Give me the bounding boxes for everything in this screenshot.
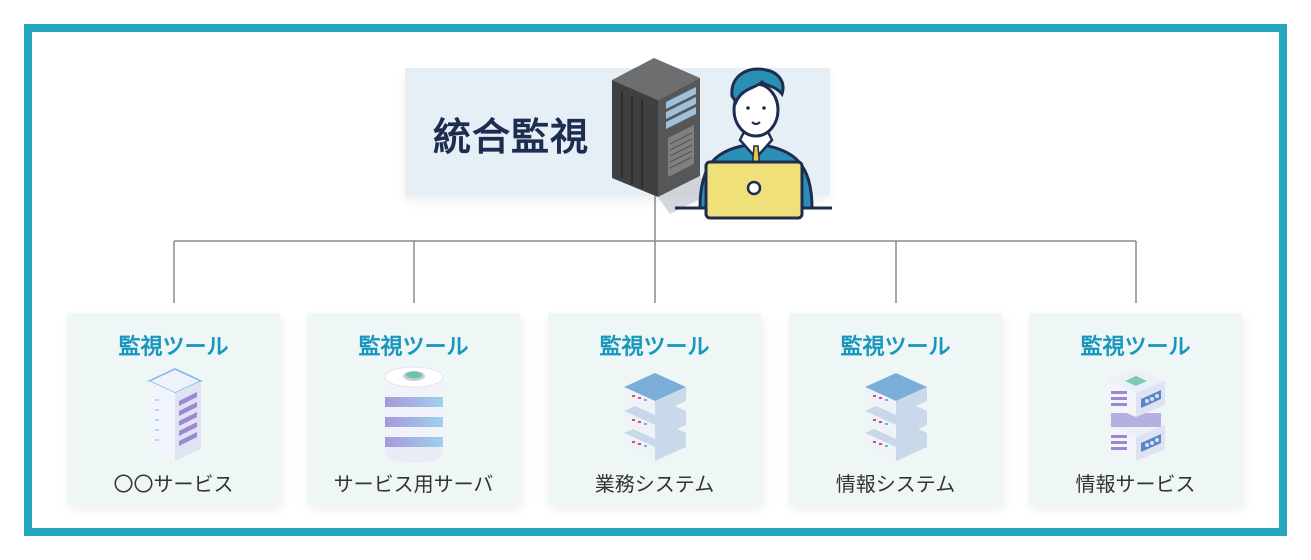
monitoring-tool-card: 監視ツール サービス用サーバ <box>307 313 520 505</box>
card-label: サービス用サーバ <box>333 472 494 496</box>
server-cube-stack-icon <box>1106 369 1165 461</box>
diagram-frame <box>24 24 1287 536</box>
card-label: 〇〇サービス <box>113 472 234 496</box>
card-title: 監視ツール <box>1080 335 1191 360</box>
card-title: 監視ツール <box>840 335 951 360</box>
card-title: 監視ツール <box>358 335 469 360</box>
monitoring-tool-card: 監視ツール 情報サービス <box>1029 313 1242 505</box>
database-cylinder-icon <box>384 366 443 463</box>
stacked-server-icon <box>623 373 686 461</box>
card-label: 情報サービス <box>1075 472 1196 496</box>
monitoring-tool-card: 監視ツール 情報システム <box>789 313 1002 505</box>
server-rack-icon <box>612 58 705 214</box>
tall-server-icon <box>146 368 203 461</box>
stacked-server-icon <box>864 373 927 461</box>
card-label: 業務システム <box>594 472 715 496</box>
monitoring-tool-card: 監視ツール 業務システム <box>548 313 761 505</box>
integrated-monitoring-title: 統合監視 <box>433 115 590 159</box>
monitoring-tool-card: 監視ツール 〇〇サービス <box>67 313 280 505</box>
operator-with-laptop-icon <box>675 67 832 220</box>
card-label: 情報システム <box>835 472 956 496</box>
card-title: 監視ツール <box>599 335 710 360</box>
card-title: 監視ツール <box>118 335 229 360</box>
